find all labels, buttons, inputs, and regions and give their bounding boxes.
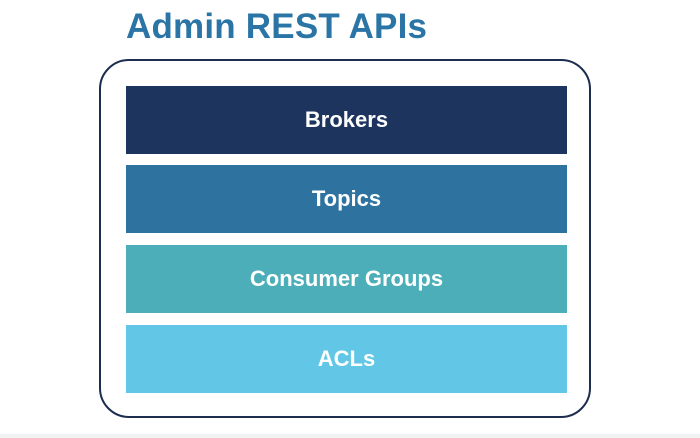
layer-consumer-groups: Consumer Groups (126, 245, 567, 313)
layer-topics: Topics (126, 165, 567, 233)
layer-topics-label: Topics (311, 186, 382, 211)
layer-acls: ACLs (126, 325, 567, 393)
layer-acls-label: ACLs (317, 346, 376, 371)
bottom-divider (0, 434, 700, 438)
layer-brokers: Brokers (126, 86, 567, 154)
diagram-title: Admin REST APIs (126, 7, 428, 46)
layer-consumer-groups-label: Consumer Groups (249, 266, 444, 291)
layer-brokers-label: Brokers (304, 107, 389, 132)
